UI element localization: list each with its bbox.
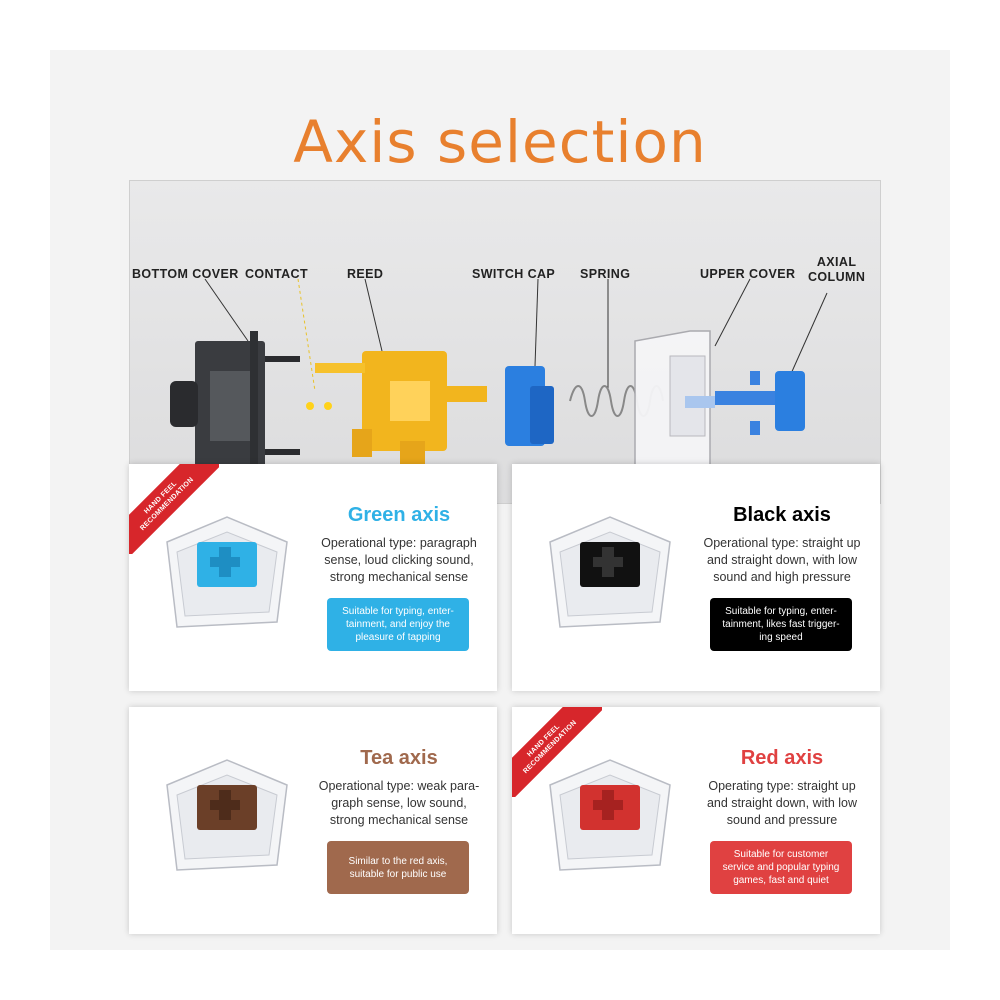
badge-line: service and popular typing: [722, 862, 840, 873]
label-axial-column: AXIAL COLUMN: [808, 255, 865, 285]
leader-bottom-cover: [204, 278, 249, 342]
card-badge-tea: Similar to the red axis, suitable for pu…: [327, 841, 469, 894]
card-desc-green: Operational type: paragraph sense, loud …: [309, 535, 489, 586]
badge-line: pleasure of tapping: [355, 632, 441, 643]
card-desc-tea: Operational type: weak para- graph sense…: [309, 778, 489, 829]
card-badge-red: Suitable for customer service and popula…: [710, 841, 852, 894]
badge-line: Suitable for typing, enter-: [342, 606, 454, 617]
card-desc-line: Operational type: straight up: [703, 536, 861, 550]
card-desc-line: and straight down, with low: [706, 553, 858, 567]
card-tea-axis: Tea axis Operational type: weak para- gr…: [129, 707, 497, 934]
card-title-black: Black axis: [733, 504, 831, 526]
label-contact: CONTACT: [245, 267, 308, 281]
badge-line: Suitable for customer: [733, 849, 829, 860]
leader-axial-column: [789, 292, 828, 377]
red-switch-illustration: [549, 759, 671, 871]
card-desc-line: and straight down, with low: [706, 796, 858, 810]
label-bottom-cover: BOTTOM COVER: [132, 267, 239, 281]
card-desc-black: Operational type: straight up and straig…: [692, 535, 872, 586]
leader-upper-cover: [714, 278, 751, 347]
reed-part: [315, 351, 487, 473]
tea-switch-illustration: [166, 759, 288, 871]
card-title-tea: Tea axis: [360, 747, 438, 769]
leader-switch-cap: [534, 278, 539, 367]
card-desc-line: Operating type: straight up: [708, 779, 856, 793]
badge-line: Suitable for typing, enter-: [725, 606, 837, 617]
label-axial-column-line1: AXIAL: [816, 255, 857, 269]
card-desc-line: sound and pressure: [726, 813, 838, 827]
switch-cap-part: [505, 366, 554, 446]
label-switch-cap: SWITCH CAP: [472, 267, 556, 281]
leader-contact: [297, 278, 316, 392]
green-switch-illustration: [166, 516, 288, 628]
card-badge-black: Suitable for typing, enter- tainment, li…: [710, 598, 852, 651]
label-spring: SPRING: [580, 267, 631, 281]
label-upper-cover: UPPER COVER: [700, 267, 796, 281]
card-desc-line: strong mechanical sense: [329, 813, 469, 827]
upper-cover-part: [634, 330, 715, 482]
card-title-red: Red axis: [740, 747, 824, 769]
card-desc-line: strong mechanical sense: [329, 570, 469, 584]
contact-dot-left: [306, 402, 314, 410]
card-desc-line: graph sense, low sound,: [331, 796, 467, 810]
card-desc-red: Operating type: straight up and straight…: [692, 778, 872, 829]
bottom-cover-part: [170, 331, 300, 481]
card-desc-line: Operational type: weak para-: [318, 779, 480, 793]
exploded-view-diagram: BOTTOM COVER CONTACT REED SWITCH CAP SPR…: [129, 180, 881, 504]
badge-line: tainment, and enjoy the: [346, 619, 450, 630]
badge-line: games, fast and quiet: [733, 875, 829, 886]
label-reed: REED: [347, 267, 384, 281]
badge-line: ing speed: [759, 632, 803, 643]
badge-line: suitable for public use: [349, 868, 447, 880]
exploded-view-illustration: [170, 278, 828, 482]
axial-column-part: [715, 371, 805, 435]
badge-line: Similar to the red axis,: [348, 855, 448, 867]
contact-dot-right: [324, 402, 332, 410]
card-title-green: Green axis: [347, 504, 451, 526]
black-switch-illustration: [549, 516, 671, 628]
product-panel: Axis selection: [50, 50, 950, 950]
card-desc-line: sense, loud clicking sound,: [324, 553, 474, 567]
card-desc-line: Operational type: paragraph: [321, 536, 477, 550]
label-axial-column-line2: COLUMN: [808, 270, 866, 284]
card-black-axis: Black axis Operational type: straight up…: [512, 464, 880, 691]
card-desc-line: sound and high pressure: [713, 570, 851, 584]
badge-line: tainment, likes fast trigger-: [722, 619, 840, 630]
page-title: Axis selection: [293, 108, 707, 176]
leader-reed: [364, 278, 383, 352]
card-badge-green: Suitable for typing, enter- tainment, an…: [327, 598, 469, 651]
